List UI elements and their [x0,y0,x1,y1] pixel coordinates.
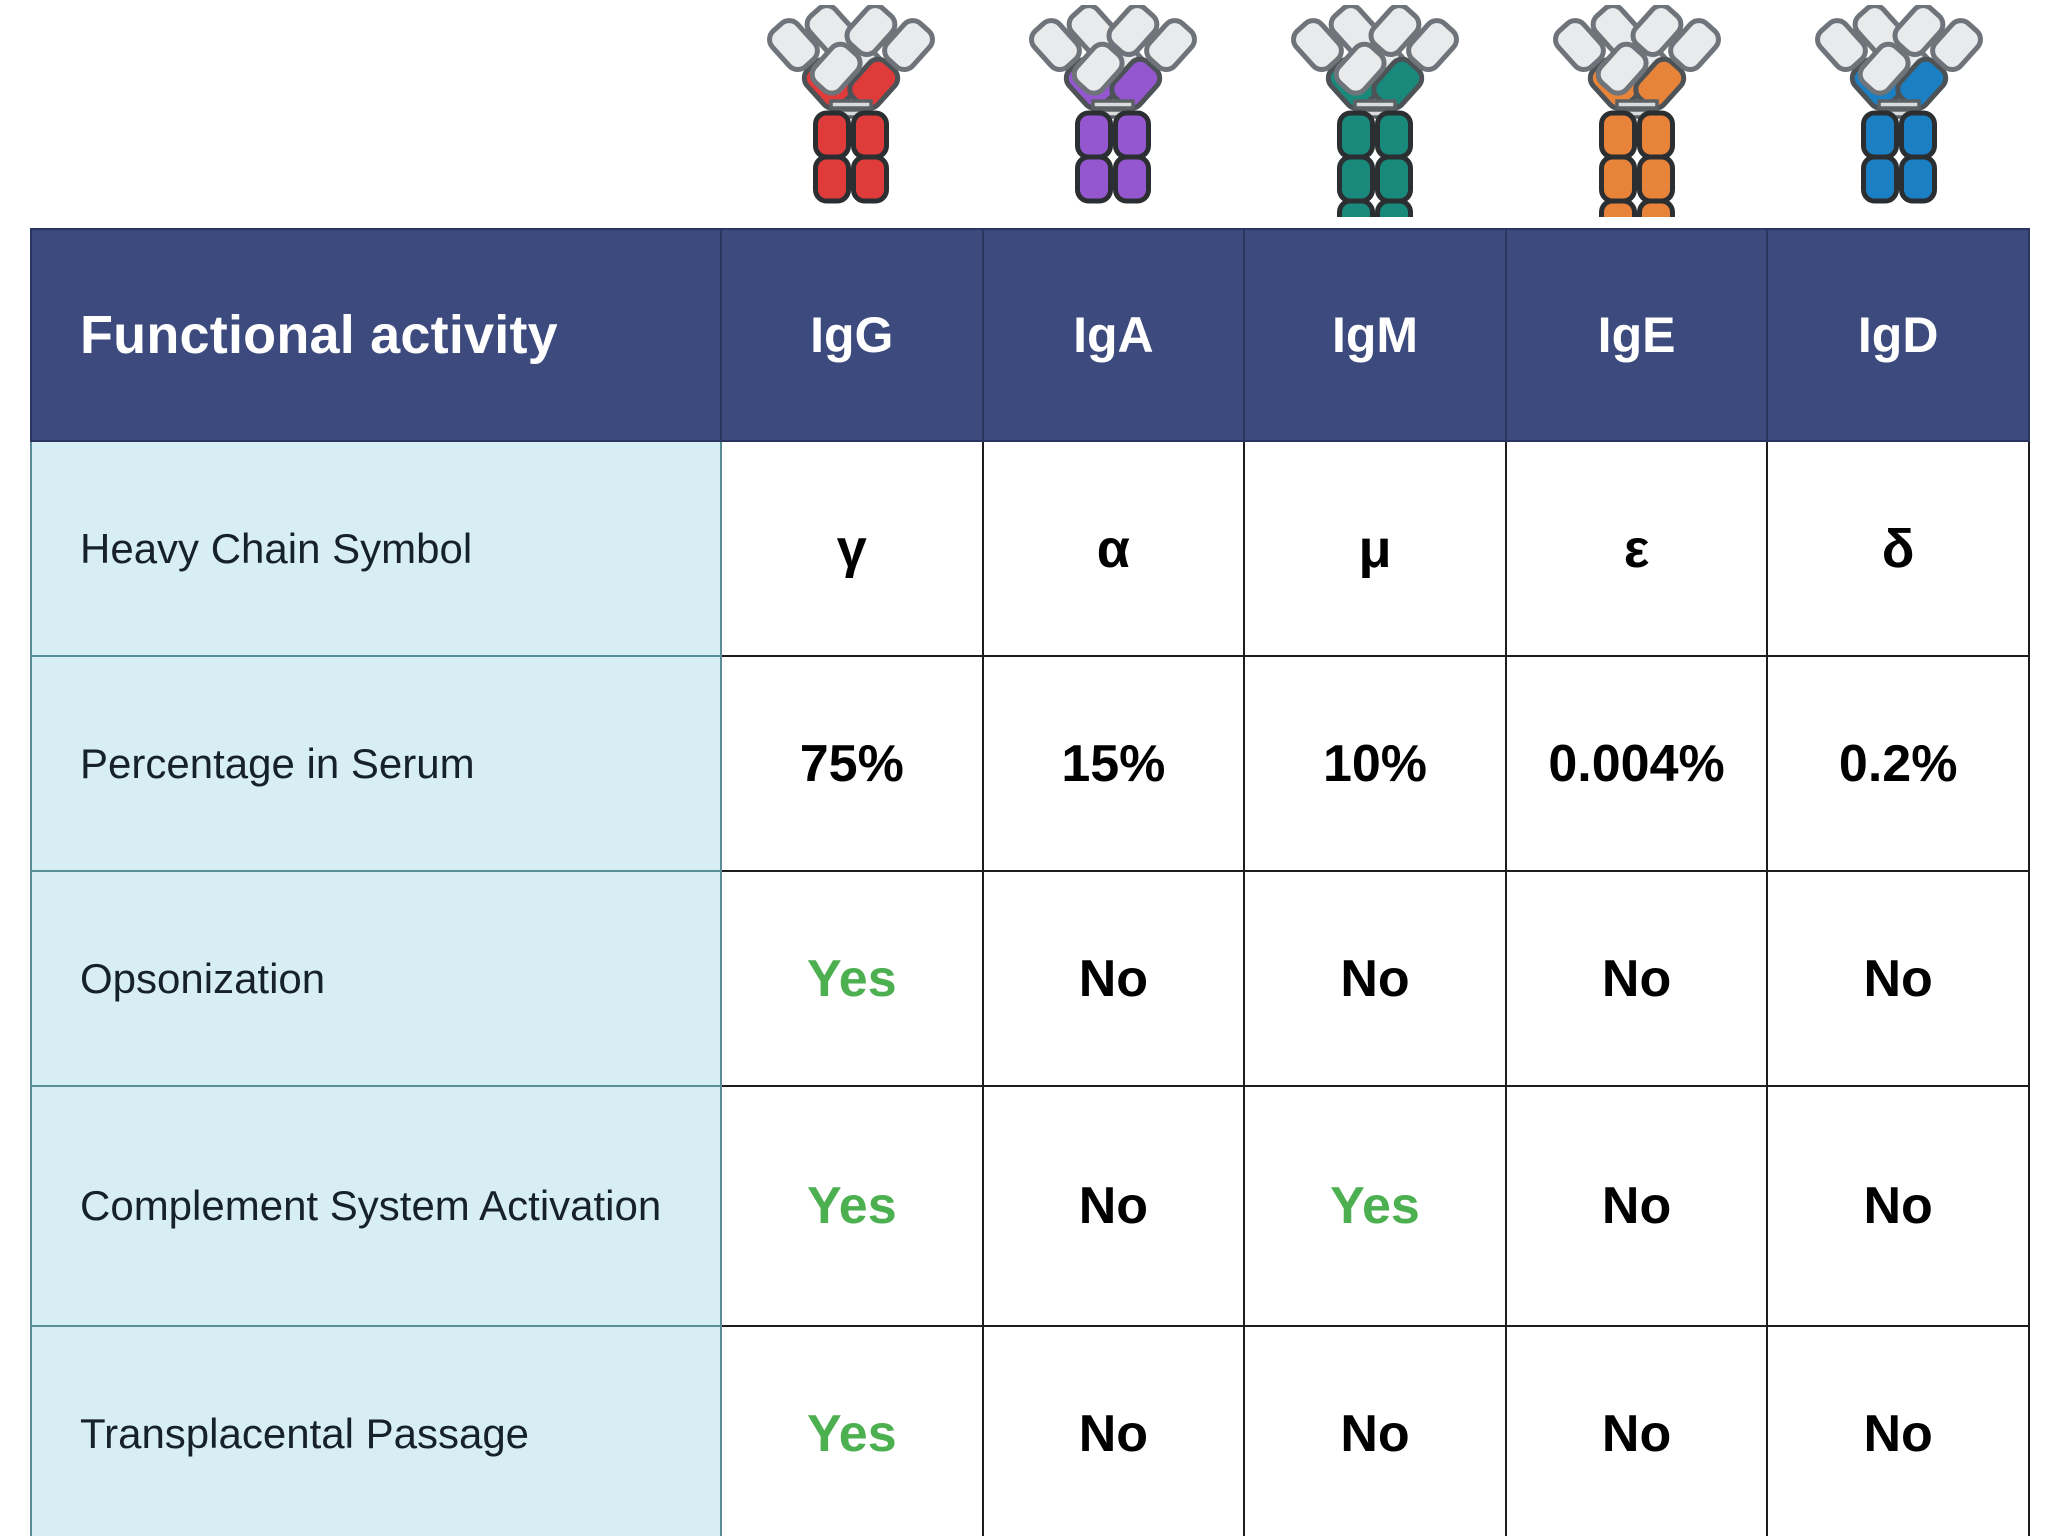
cell-complement-ige: No [1504,1085,1769,1327]
cell-heavy-chain-igd: δ [1766,440,2030,657]
cell-heavy-chain-iga: α [981,440,1246,657]
cell-opsonization-igd: No [1766,870,2030,1087]
row-label-transplacental-passage: Transplacental Passage [30,1325,722,1536]
cell-opsonization-iga: No [981,870,1246,1087]
cell-opsonization-igm: No [1243,870,1507,1087]
row-label-opsonization: Opsonization [30,870,722,1087]
antibody-igd-icon-graphic [1815,5,1983,204]
cell-complement-igg: Yes [720,1085,984,1327]
row-label-heavy-chain-symbol: Heavy Chain Symbol [30,440,722,657]
antibody-igg-icon-graphic [767,5,935,204]
row-label-complement-system-activation: Complement System Activation [30,1085,722,1327]
table-body: Heavy Chain Symbol γ α μ ε δ Percentage … [30,440,2030,1536]
antibody-igg-icon [720,0,982,222]
header-igg: IgG [720,228,984,442]
table-row-percentage-in-serum: Percentage in Serum 75% 15% 10% 0.004% 0… [30,655,2030,872]
cell-opsonization-igg: Yes [720,870,984,1087]
header-igm: IgM [1243,228,1507,442]
cell-percentage-igg: 75% [720,655,984,872]
cell-heavy-chain-ige: ε [1504,440,1769,657]
header-functional-activity: Functional activity [30,228,722,442]
header-row: Functional activity IgG IgA IgM IgE IgD [30,228,2030,442]
cell-percentage-igd: 0.2% [1766,655,2030,872]
immunoglobulin-comparison-table: Functional activity IgG IgA IgM IgE IgD … [30,228,2030,1536]
header-iga: IgA [981,228,1246,442]
table-header: Functional activity IgG IgA IgM IgE IgD [30,228,2030,442]
cell-heavy-chain-igm: μ [1243,440,1507,657]
header-igd: IgD [1766,228,2030,442]
cell-transplacental-igm: No [1243,1325,1507,1536]
row-label-percentage-in-serum: Percentage in Serum [30,655,722,872]
cell-transplacental-igd: No [1766,1325,2030,1536]
immunoglobulin-table-container: Functional activity IgG IgA IgM IgE IgD … [30,228,2030,1536]
cell-complement-igd: No [1766,1085,2030,1327]
table-row-transplacental-passage: Transplacental Passage Yes No No No No [30,1325,2030,1536]
antibody-ige-icon [1506,0,1768,222]
table-row-heavy-chain-symbol: Heavy Chain Symbol γ α μ ε δ [30,440,2030,657]
antibody-icon-strip [720,0,2030,222]
antibody-igm-icon [1244,0,1506,222]
cell-percentage-iga: 15% [981,655,1246,872]
cell-transplacental-igg: Yes [720,1325,984,1536]
cell-transplacental-ige: No [1504,1325,1769,1536]
antibody-igm-icon-graphic [1291,5,1459,217]
table-row-opsonization: Opsonization Yes No No No No [30,870,2030,1087]
cell-percentage-igm: 10% [1243,655,1507,872]
cell-complement-iga: No [981,1085,1246,1327]
table-row-complement-system-activation: Complement System Activation Yes No Yes … [30,1085,2030,1327]
antibody-iga-icon-graphic [1029,5,1197,204]
header-ige: IgE [1504,228,1769,442]
cell-transplacental-iga: No [981,1325,1246,1536]
cell-percentage-ige: 0.004% [1504,655,1769,872]
cell-opsonization-ige: No [1504,870,1769,1087]
cell-complement-igm: Yes [1243,1085,1507,1327]
cell-heavy-chain-igg: γ [720,440,984,657]
antibody-ige-icon-graphic [1553,5,1721,217]
antibody-igd-icon [1768,0,2030,222]
antibody-iga-icon [982,0,1244,222]
